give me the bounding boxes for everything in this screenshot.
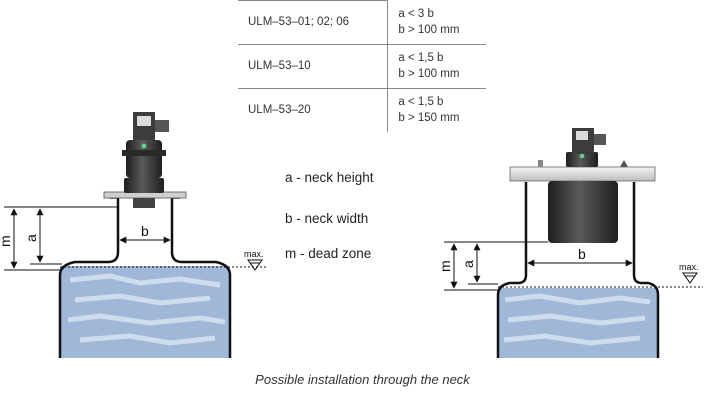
dim-label-a: a [460, 260, 476, 268]
condition-a: a < 3 b [398, 8, 434, 21]
max-level-icon [247, 259, 263, 271]
legend-neck-width: b - neck width [285, 211, 369, 226]
table-row: ULM–53–10 a < 1,5 b b > 100 mm [238, 44, 486, 89]
dim-label-a: a [23, 234, 39, 242]
figure-caption: Possible installation through the neck [255, 372, 470, 387]
dim-label-m: m [0, 235, 13, 247]
condition-a: a < 1,5 b [398, 96, 444, 109]
dim-label-m: m [437, 260, 453, 272]
condition-a: a < 1,5 b [398, 52, 444, 65]
legend-dead-zone: m - dead zone [285, 246, 372, 261]
condition-cell: a < 3 b b > 100 mm [387, 0, 486, 45]
table-row: ULM–53–01; 02; 06 a < 3 b b > 100 mm [238, 0, 486, 45]
model-cell: ULM–53–01; 02; 06 [238, 0, 389, 45]
max-level-icon [682, 272, 698, 284]
left-sensor [103, 112, 187, 208]
spec-table: ULM–53–01; 02; 06 a < 3 b b > 100 mm ULM… [238, 0, 486, 132]
left-liquid [60, 266, 230, 358]
max-label: max. [244, 249, 264, 259]
dim-label-b: b [141, 223, 149, 239]
liquid-highlights [503, 293, 651, 346]
led-icon [141, 143, 147, 149]
left-tank-wall [58, 198, 232, 358]
condition-b: b > 150 mm [398, 112, 460, 125]
max-label: max. [679, 262, 699, 272]
legend-neck-height: a - neck height [285, 170, 374, 185]
condition-cell: a < 1,5 b b > 150 mm [388, 88, 486, 132]
left-dimensions: m a b max. [0, 206, 264, 271]
condition-b: b > 100 mm [398, 68, 460, 81]
right-dimensions: m a b max. [437, 241, 699, 291]
left-tank [58, 197, 268, 358]
led-icon [579, 153, 585, 159]
model-cell: ULM–53–20 [238, 88, 389, 132]
right-sensor [509, 128, 656, 243]
right-tank [496, 182, 703, 358]
right-tank-wall [496, 182, 660, 358]
model-cell: ULM–53–10 [238, 44, 389, 89]
condition-b: b > 100 mm [398, 24, 460, 37]
condition-cell: a < 1,5 b b > 100 mm [387, 44, 486, 89]
liquid-highlights [67, 273, 226, 346]
table-row: ULM–53–20 a < 1,5 b b > 150 mm [238, 88, 486, 132]
dim-label-b: b [578, 246, 586, 262]
